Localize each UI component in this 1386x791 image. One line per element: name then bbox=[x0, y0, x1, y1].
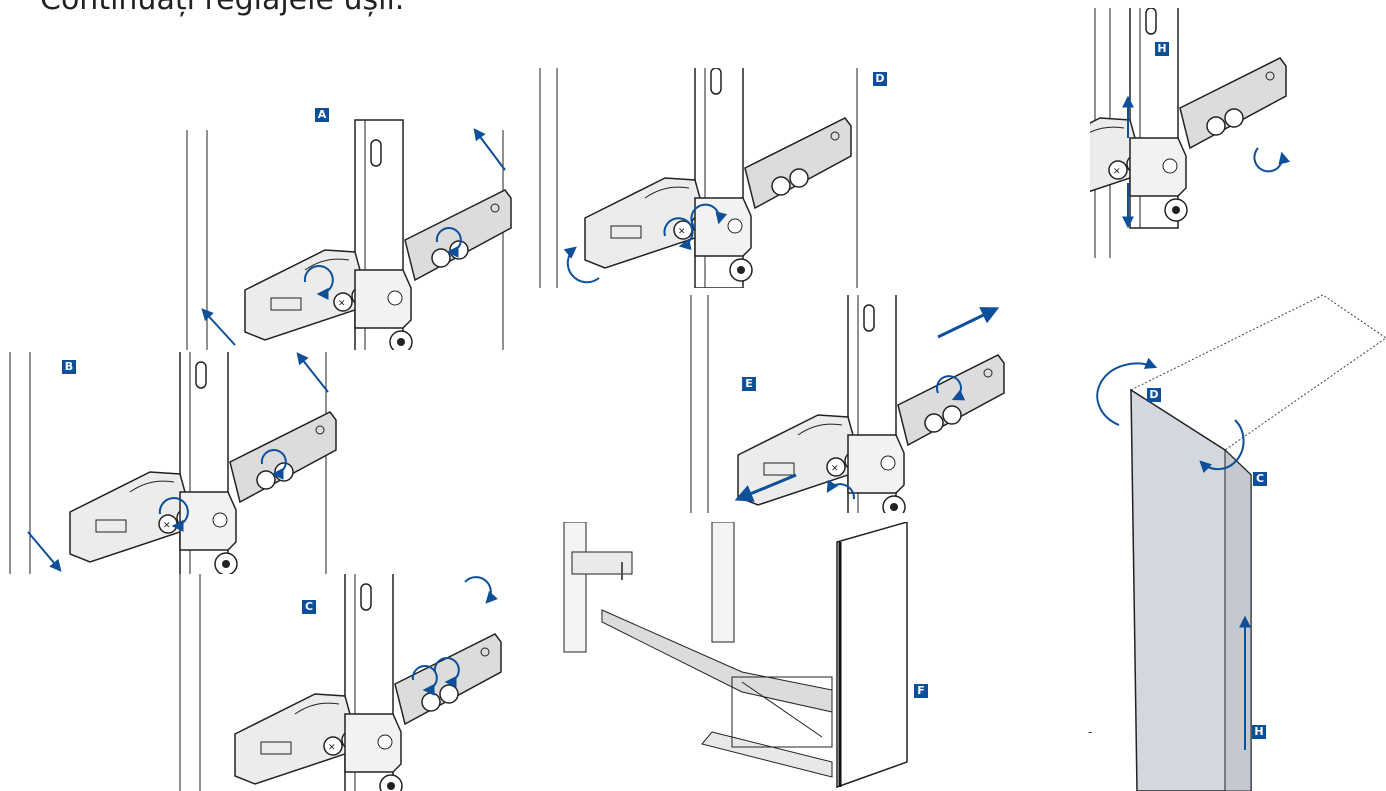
overview-label-d: D bbox=[1147, 388, 1161, 402]
instruction-heading: Continuați reglajele ușii. bbox=[40, 0, 404, 17]
drawer-slide-illustration-f bbox=[563, 522, 908, 789]
panel-f: F bbox=[552, 522, 932, 791]
panel-b: B bbox=[0, 352, 345, 574]
hinge-illustration-h bbox=[1090, 8, 1291, 258]
door-overview-illustration bbox=[1096, 294, 1386, 791]
hinge-illustration-c bbox=[179, 574, 502, 791]
door-overview: D C H bbox=[1095, 290, 1386, 791]
hinge-illustration-b bbox=[9, 352, 337, 574]
label-b: B bbox=[62, 360, 76, 374]
hinge-illustration-e bbox=[690, 295, 1005, 513]
overview-label-h: H bbox=[1252, 725, 1266, 739]
panel-e: E bbox=[688, 295, 1008, 513]
label-d: D bbox=[873, 72, 887, 86]
hinge-illustration-a bbox=[186, 119, 512, 350]
label-a: A bbox=[315, 108, 329, 122]
label-c: C bbox=[302, 600, 316, 614]
tick-mark: - bbox=[1088, 725, 1093, 739]
label-e: E bbox=[742, 377, 756, 391]
label-f: F bbox=[914, 684, 928, 698]
overview-label-c: C bbox=[1253, 472, 1267, 486]
panel-d: D bbox=[535, 68, 915, 288]
panel-c: C bbox=[175, 574, 505, 791]
panel-h: H bbox=[1090, 8, 1350, 258]
label-h: H bbox=[1155, 42, 1169, 56]
hinge-illustration-d bbox=[539, 68, 858, 288]
panel-a: A bbox=[175, 100, 520, 350]
